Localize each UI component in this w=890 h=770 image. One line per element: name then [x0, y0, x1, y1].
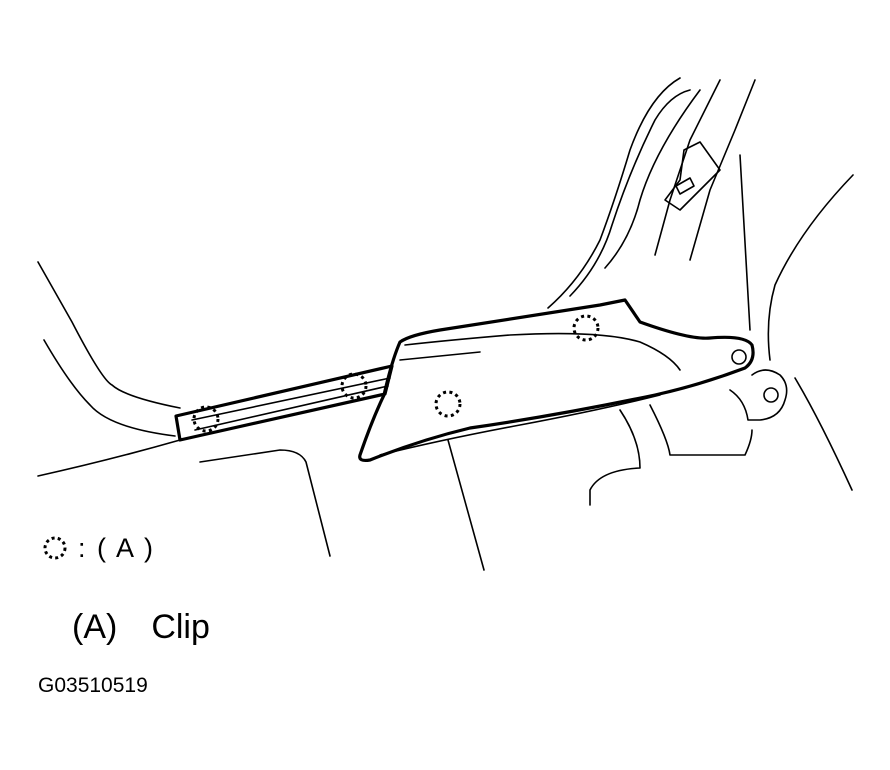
sill-strip-outline [174, 364, 394, 442]
panel-stand-line [447, 439, 485, 571]
key-row: (A) Clip [72, 608, 210, 647]
belt-line-2 [689, 79, 756, 261]
rear-body-line [767, 174, 854, 361]
dashed-circle-clip-icon [43, 536, 67, 560]
floor-front-line [37, 439, 181, 477]
pillar-outer-line [547, 77, 681, 309]
bracket-outline [729, 369, 788, 421]
sill-strip-inner2 [194, 385, 389, 431]
rear-edge-line [794, 377, 853, 491]
sill-strip-inner [191, 377, 391, 421]
pillar-inner-line [604, 89, 701, 269]
bracket-bolt [763, 387, 779, 403]
clip-1 [192, 405, 220, 433]
pillar-mid-line [569, 89, 691, 297]
body-inner-line [43, 339, 176, 437]
trim-panel-rib [399, 351, 481, 361]
legend-label: : ( A ) [78, 532, 156, 563]
rear-edge-line-2 [739, 154, 751, 331]
belt-buckle [664, 141, 721, 211]
trim-panel-lower-edge [379, 394, 661, 456]
body-outer-line [37, 261, 181, 409]
belt-line [654, 79, 721, 256]
key-name: Clip [151, 608, 210, 646]
legend: : ( A ) [40, 530, 155, 566]
floor-panel-line [199, 449, 331, 557]
clip-4 [572, 314, 600, 342]
belt-buckle-slot [675, 177, 695, 195]
key-letter: (A) [72, 608, 118, 646]
panel-hole [731, 349, 747, 365]
floor-right-line [589, 409, 641, 506]
trim-panel-outline [358, 298, 755, 463]
trim-panel-crease [404, 332, 681, 371]
figure-id: G03510519 [38, 674, 148, 697]
floor-right-line-2 [649, 404, 753, 456]
clip-2 [340, 372, 368, 400]
clip-3 [434, 390, 462, 418]
